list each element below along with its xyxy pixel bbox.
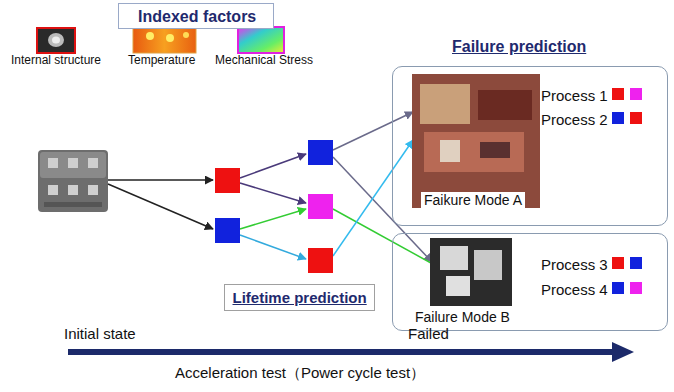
process-label: Process 4 bbox=[541, 281, 608, 298]
time-arrow bbox=[68, 342, 634, 362]
stress-image bbox=[238, 27, 284, 53]
xray-image bbox=[37, 28, 75, 53]
node-title: Faikure Mode A bbox=[421, 192, 525, 208]
thermal-image bbox=[133, 26, 196, 53]
failure-photo-b bbox=[430, 238, 512, 306]
timeline-start: Initial state bbox=[64, 325, 136, 342]
failure-mode-box: Failure Mode B Process 3 Process 4 bbox=[392, 233, 668, 331]
timeline-end: Failed bbox=[408, 325, 449, 342]
section-heading: Failure prediction bbox=[452, 38, 586, 56]
process-label: Process 2 bbox=[541, 111, 608, 128]
failure-mode-box: Faikure Mode A Process 1 Process 2 bbox=[392, 66, 668, 226]
state-lines bbox=[108, 112, 440, 268]
node-title: Failure Mode B bbox=[415, 309, 510, 325]
state-squares bbox=[215, 140, 333, 273]
factor-item: Temperature bbox=[112, 26, 212, 70]
factor-heading-box: Indexed factors bbox=[118, 3, 274, 29]
node-title: Temperature bbox=[128, 54, 195, 68]
process-label: Process 1 bbox=[541, 87, 608, 104]
node-title: Internal structure bbox=[11, 54, 101, 68]
factor-item: Mechanical Stress bbox=[210, 26, 318, 70]
lifetime-box: Lifetime prediction bbox=[224, 284, 375, 311]
timeline-caption: Acceleration test（Power cycle test） bbox=[175, 364, 425, 381]
process-label: Process 3 bbox=[541, 256, 608, 273]
node-title: Indexed factors bbox=[138, 8, 256, 26]
factor-item: Internal structure bbox=[0, 26, 112, 70]
failure-photo-a bbox=[412, 74, 540, 208]
node-title: Mechanical Stress bbox=[215, 54, 313, 68]
power-module-image bbox=[38, 150, 108, 212]
process-swatches bbox=[612, 88, 642, 294]
node-title: Lifetime prediction bbox=[233, 289, 367, 306]
